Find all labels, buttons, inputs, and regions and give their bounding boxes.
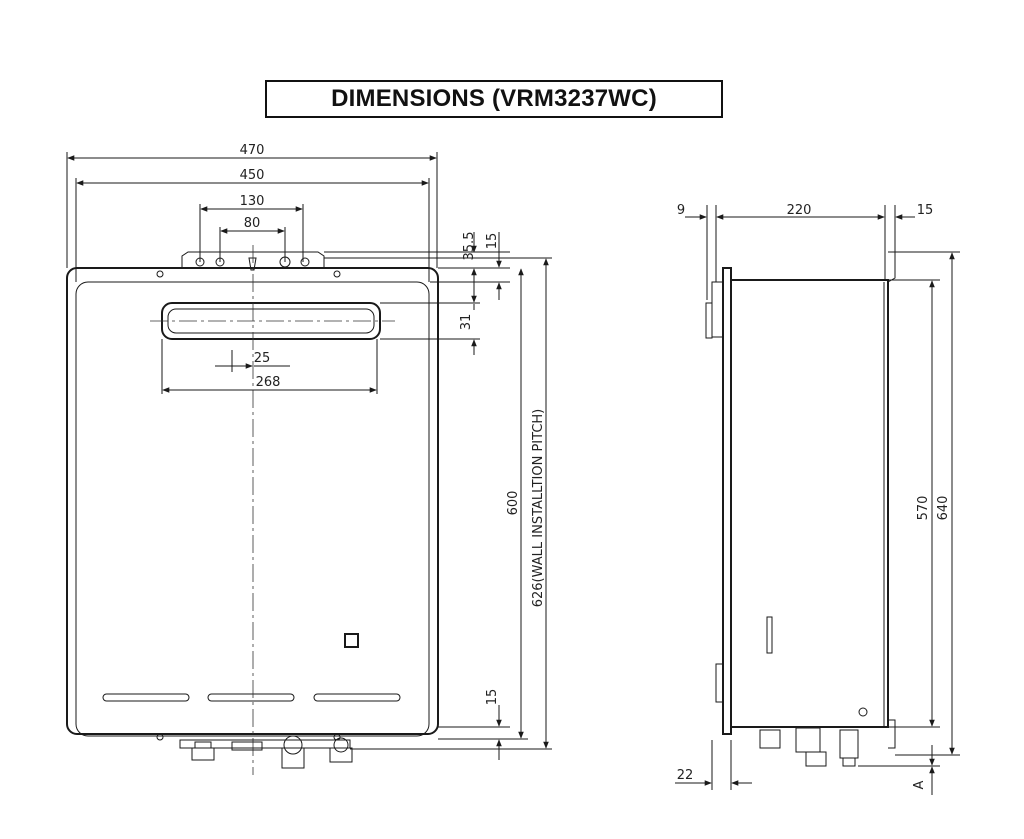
bracket-hole bbox=[300, 257, 310, 267]
side-body bbox=[731, 279, 889, 728]
side-bottom-fittings bbox=[759, 727, 859, 767]
dim-31-label: 31 bbox=[459, 314, 474, 331]
dim-570-label: 570 bbox=[916, 496, 931, 521]
unit-outer-body bbox=[66, 267, 439, 735]
dim-15-side-label: 15 bbox=[917, 203, 934, 218]
intake-slot bbox=[313, 693, 401, 702]
screw bbox=[333, 270, 341, 278]
front-vent-edge bbox=[705, 302, 713, 339]
dim-35-5-label: 35.5 bbox=[462, 232, 477, 261]
dim-130-label: 130 bbox=[240, 194, 265, 209]
front-view: 470 450 130 80 35.5 15 31 bbox=[66, 143, 552, 775]
rear-bracket-top bbox=[887, 251, 896, 283]
dim-9-label: 9 bbox=[677, 203, 685, 218]
side-slot bbox=[766, 616, 773, 654]
intake-slot bbox=[207, 693, 295, 702]
rear-bracket-bottom bbox=[888, 719, 896, 749]
dim-15-bottom-label: 15 bbox=[485, 689, 500, 706]
dim-268-label: 268 bbox=[256, 375, 281, 390]
dim-A-label: A bbox=[912, 780, 927, 789]
front-protrusion bbox=[711, 281, 724, 338]
side-screw bbox=[858, 707, 868, 717]
unit-front-panel bbox=[75, 281, 430, 737]
diagram-title: DIMENSIONS (VRM3237WC) bbox=[265, 80, 723, 118]
dim-600-label: 600 bbox=[506, 491, 521, 516]
dim-15-top-label: 15 bbox=[485, 233, 500, 250]
bracket-hook bbox=[248, 257, 257, 271]
dim-450-label: 450 bbox=[240, 168, 265, 183]
status-indicator bbox=[344, 633, 359, 648]
dim-640-label: 640 bbox=[936, 496, 951, 521]
dim-626-label: 626(WALL INSTALLTION PITCH) bbox=[531, 409, 546, 608]
intake-slot bbox=[102, 693, 190, 702]
screw bbox=[156, 733, 164, 741]
side-latch bbox=[715, 663, 724, 703]
side-front-cover bbox=[722, 267, 732, 735]
dim-80-label: 80 bbox=[244, 216, 261, 231]
side-view: 9 220 15 570 640 A 22 bbox=[675, 203, 960, 795]
screw bbox=[156, 270, 164, 278]
dim-220-label: 220 bbox=[787, 203, 812, 218]
bottom-fittings bbox=[179, 735, 353, 769]
dim-22-label: 22 bbox=[677, 768, 694, 783]
dim-25-label: 25 bbox=[254, 351, 271, 366]
dim-470-label: 470 bbox=[240, 143, 265, 158]
